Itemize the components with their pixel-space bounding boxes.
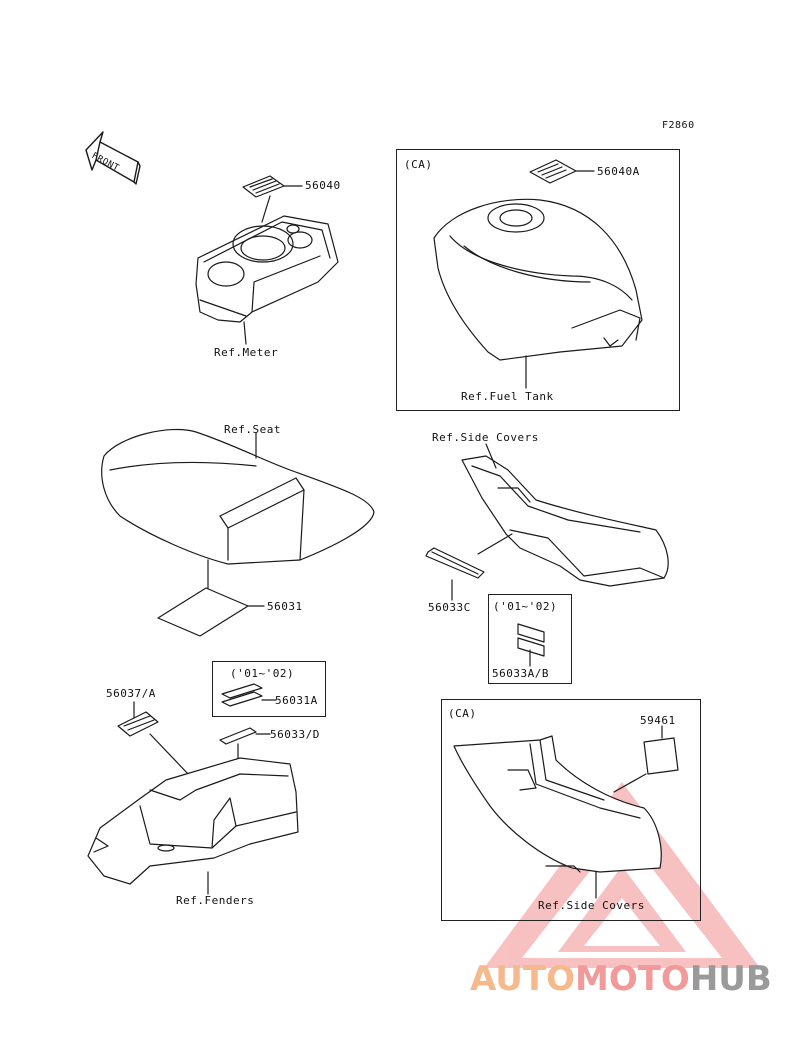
watermark-triangle-logo xyxy=(484,782,760,968)
meter-label-part-number: 56040 xyxy=(305,179,341,192)
side-label-part-number: 56033C xyxy=(428,601,471,614)
seat-ref: Ref.Seat xyxy=(224,423,281,436)
watermark-text: AUTOMOTOHUB xyxy=(470,962,772,996)
front-arrow-icon xyxy=(85,131,141,185)
fender-label-d-part-number: 56033/D xyxy=(270,728,320,741)
tank-ref: Ref.Fuel Tank xyxy=(461,390,554,403)
tank-label-sticker xyxy=(529,159,595,184)
side-covers-ref: Ref.Side Covers xyxy=(432,431,539,444)
seat-label-part-number: 56031 xyxy=(267,600,303,613)
watermark-part2: MOTO xyxy=(574,959,690,999)
fender-label-a-part-number: 56037/A xyxy=(106,687,156,700)
year-side-labels xyxy=(517,623,545,667)
fuel-tank-drawing xyxy=(433,198,643,389)
ca-cover-ref: Ref.Side Covers xyxy=(538,899,645,912)
ca-side-cover-box xyxy=(441,699,701,921)
side-cover-drawing xyxy=(461,443,669,587)
ca-cover-label xyxy=(613,725,679,793)
fenders-ref: Ref.Fenders xyxy=(176,894,255,907)
fender-year-part-number: 56031A xyxy=(275,694,318,707)
side-year-part-number: 56033A/B xyxy=(492,667,549,680)
seat-drawing xyxy=(101,428,375,609)
meter-housing-drawing xyxy=(195,195,339,345)
ca-cover-region: (CA) xyxy=(448,707,477,720)
side-year-range: ('01~'02) xyxy=(493,600,558,613)
tank-label-part-number: 56040A xyxy=(597,165,640,178)
tank-region: (CA) xyxy=(404,158,433,171)
rear-fender-drawing xyxy=(87,757,299,895)
ca-side-cover-drawing xyxy=(453,735,662,899)
side-cover-label xyxy=(425,547,485,601)
meter-ref: Ref.Meter xyxy=(214,346,279,359)
ca-cover-part-number: 59461 xyxy=(640,714,676,727)
watermark-part3: HUB xyxy=(689,959,772,999)
fender-year-labels xyxy=(221,683,277,707)
watermark-part1: AUTO xyxy=(470,959,575,999)
side-year-box xyxy=(488,594,572,684)
fender-year-box xyxy=(212,661,326,717)
fender-year-range: ('01~'02) xyxy=(230,667,295,680)
tank-ca-box xyxy=(396,149,680,411)
seat-label-sheet xyxy=(157,587,265,637)
figure-code: F2860 xyxy=(662,120,695,131)
meter-label-sticker xyxy=(242,175,303,198)
fender-label-a xyxy=(117,701,191,777)
